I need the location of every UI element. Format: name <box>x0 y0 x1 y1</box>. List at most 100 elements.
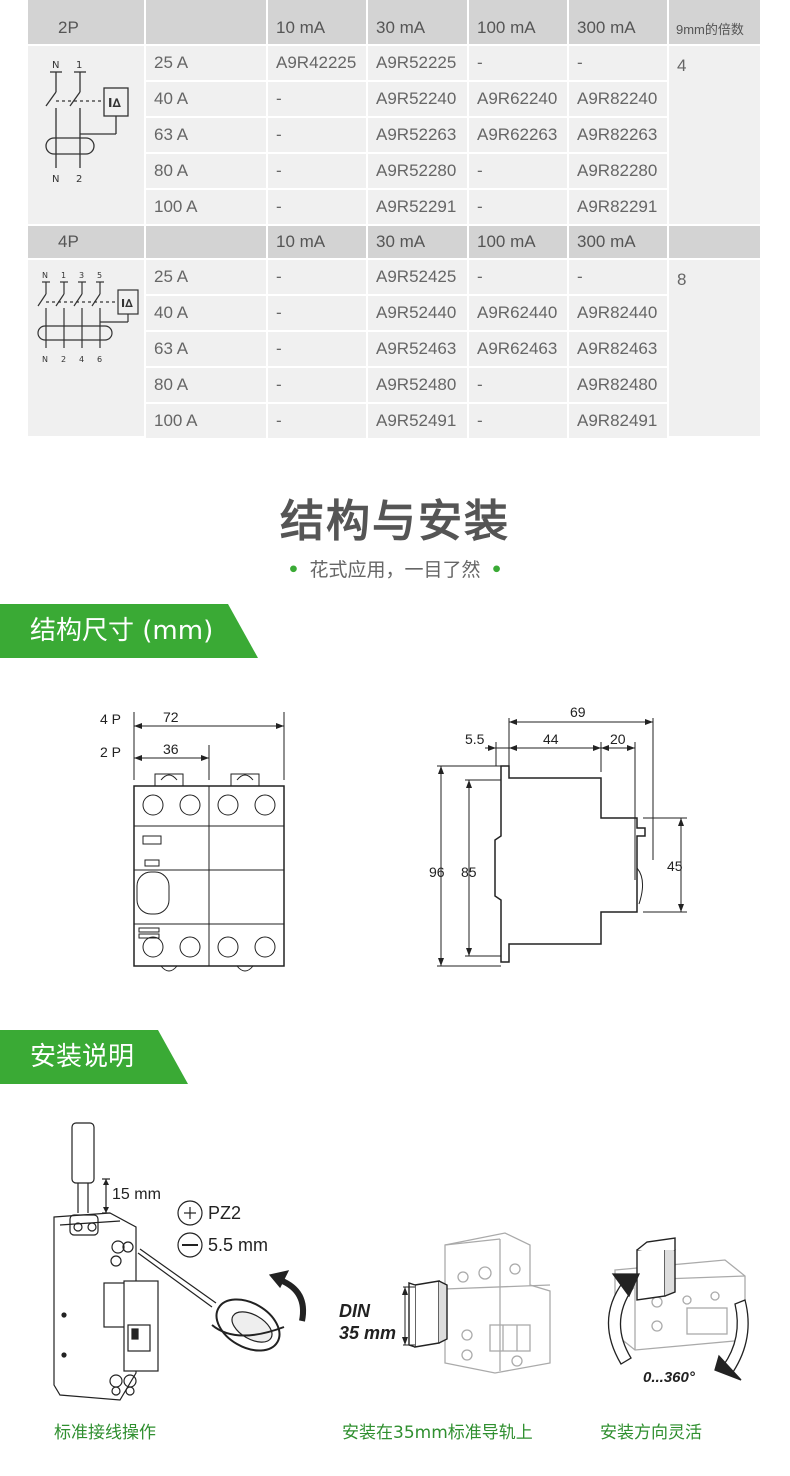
diagram-label: 1 <box>61 271 66 280</box>
part-number-cell: - <box>469 154 567 188</box>
rotation-label: 0...360° <box>643 1369 696 1386</box>
part-number-cell: - <box>268 260 366 294</box>
diagram-label: N <box>52 174 59 185</box>
part-number-cell: A9R82463 <box>569 332 667 366</box>
type-label-4p: 4P <box>28 226 144 258</box>
diagram-label: 2 <box>76 174 82 185</box>
table-cut-cell <box>569 0 667 12</box>
part-number-cell: A9R82291 <box>569 190 667 224</box>
dim-depth-front: 20 <box>610 731 626 747</box>
strip-length-label: 15 mm <box>112 1186 161 1203</box>
dim-width-2p: 36 <box>163 741 179 757</box>
part-number-cell: A9R82280 <box>569 154 667 188</box>
part-number-cell: A9R82263 <box>569 118 667 152</box>
install-banner-label: 安装说明 <box>30 1042 135 1072</box>
part-number-cell: A9R52425 <box>368 260 467 294</box>
table-header-cell <box>669 226 760 258</box>
table-cut-cell <box>28 0 144 12</box>
part-number-cell: - <box>268 332 366 366</box>
part-number-cell: A9R52280 <box>368 154 467 188</box>
width-value-2p: 4 <box>669 46 760 224</box>
part-number-cell: - <box>569 260 667 294</box>
part-number-cell: A9R52491 <box>368 404 467 438</box>
diagram-label: 1 <box>76 60 82 71</box>
part-number-cell: - <box>469 46 567 80</box>
din-rail-illustration: DIN 35 mm <box>339 1232 551 1374</box>
table-cut-cell <box>469 0 567 12</box>
din-label: DIN <box>339 1301 371 1321</box>
rated-current-cell: 80 A <box>146 154 266 188</box>
diagram-label: 5 <box>97 271 102 280</box>
dim-height-front: 45 <box>667 858 683 874</box>
rated-current-cell: 40 A <box>146 296 266 330</box>
wiring-illustration: 15 mm PZ2 5.5 mm <box>53 1122 306 1401</box>
front-label-4p: 4 P <box>100 711 121 727</box>
section-title: 结构与安装 <box>280 496 510 547</box>
part-number-cell: - <box>469 190 567 224</box>
rated-current-cell: 63 A <box>146 332 266 366</box>
part-number-cell: A9R52463 <box>368 332 467 366</box>
part-number-cell: A9R62240 <box>469 82 567 116</box>
part-number-cell: A9R62263 <box>469 118 567 152</box>
rated-current-cell: 80 A <box>146 368 266 402</box>
part-number-cell: - <box>268 154 366 188</box>
bullet: • <box>490 559 503 581</box>
part-number-cell: A9R52240 <box>368 82 467 116</box>
table-header-cell: 300 mA <box>569 12 667 44</box>
table-header-cell: 30 mA <box>368 12 467 44</box>
part-number-cell: A9R52263 <box>368 118 467 152</box>
rated-current-cell: 40 A <box>146 82 266 116</box>
part-number-cell: - <box>469 260 567 294</box>
diagram-label: 4 <box>79 355 84 364</box>
caption-orientation: 安装方向灵活 <box>600 1423 702 1443</box>
wiring-diagram-2p: N 1 I∆ N 2 <box>28 46 144 224</box>
section-subtitle: •花式应用，一目了然• <box>0 555 790 582</box>
table-header-cell: 100 mA <box>469 12 567 44</box>
table-header-cell: 30 mA <box>368 226 467 258</box>
diagram-label: N <box>52 60 59 71</box>
table-cut-cell <box>146 0 266 12</box>
din-size-label: 35 mm <box>339 1323 396 1343</box>
side-view-drawing: 69 5.5 44 20 96 85 45 <box>429 704 687 967</box>
part-number-cell: A9R62463 <box>469 332 567 366</box>
part-number-cell: - <box>569 46 667 80</box>
install-banner: 安装说明 <box>0 1030 190 1084</box>
diagram-label: 3 <box>79 271 84 280</box>
table-header-cell <box>146 12 266 44</box>
table-header-cell: 9mm的倍数 <box>669 12 760 44</box>
table-header-cell: 10 mA <box>268 12 366 44</box>
section-subtitle-text: 花式应用，一目了然 <box>309 559 481 581</box>
dim-height-body: 85 <box>461 864 477 880</box>
table-header-cell: 10 mA <box>268 226 366 258</box>
table-header-cell: 300 mA <box>569 226 667 258</box>
part-number-cell: A9R52440 <box>368 296 467 330</box>
part-number-cell: - <box>469 368 567 402</box>
front-view-drawing: 4 P 2 P 72 36 <box>100 709 285 972</box>
table-header-cell: 100 mA <box>469 226 567 258</box>
rated-current-cell: 100 A <box>146 404 266 438</box>
pz-label: PZ2 <box>208 1203 241 1223</box>
dim-width-4p: 72 <box>163 709 179 725</box>
flat-blade-label: 5.5 mm <box>208 1235 268 1255</box>
part-number-cell: A9R42225 <box>268 46 366 80</box>
dim-height-total: 96 <box>429 864 445 880</box>
part-number-cell: A9R52480 <box>368 368 467 402</box>
dim-depth-rail: 5.5 <box>465 731 485 747</box>
part-number-cell: - <box>469 404 567 438</box>
diagram-label: N <box>42 271 48 280</box>
table-header-cell <box>146 226 266 258</box>
caption-din-rail: 安装在35mm标准导轨上 <box>342 1423 533 1443</box>
wiring-diagram-4p: N 1 3 5 I∆ N 2 4 6 <box>28 260 144 436</box>
part-number-cell: A9R52225 <box>368 46 467 80</box>
dimensions-banner: 结构尺寸 (mm) <box>0 604 260 658</box>
part-number-cell: A9R82491 <box>569 404 667 438</box>
rated-current-cell: 25 A <box>146 260 266 294</box>
table-cut-cell <box>268 0 366 12</box>
rotation-illustration: 0...360° <box>607 1237 749 1386</box>
rated-current-cell: 25 A <box>146 46 266 80</box>
part-number-cell: A9R52291 <box>368 190 467 224</box>
part-number-cell: - <box>268 82 366 116</box>
dim-depth-total: 69 <box>570 704 586 720</box>
diagram-label: 2 <box>61 355 66 364</box>
part-number-cell: - <box>268 404 366 438</box>
